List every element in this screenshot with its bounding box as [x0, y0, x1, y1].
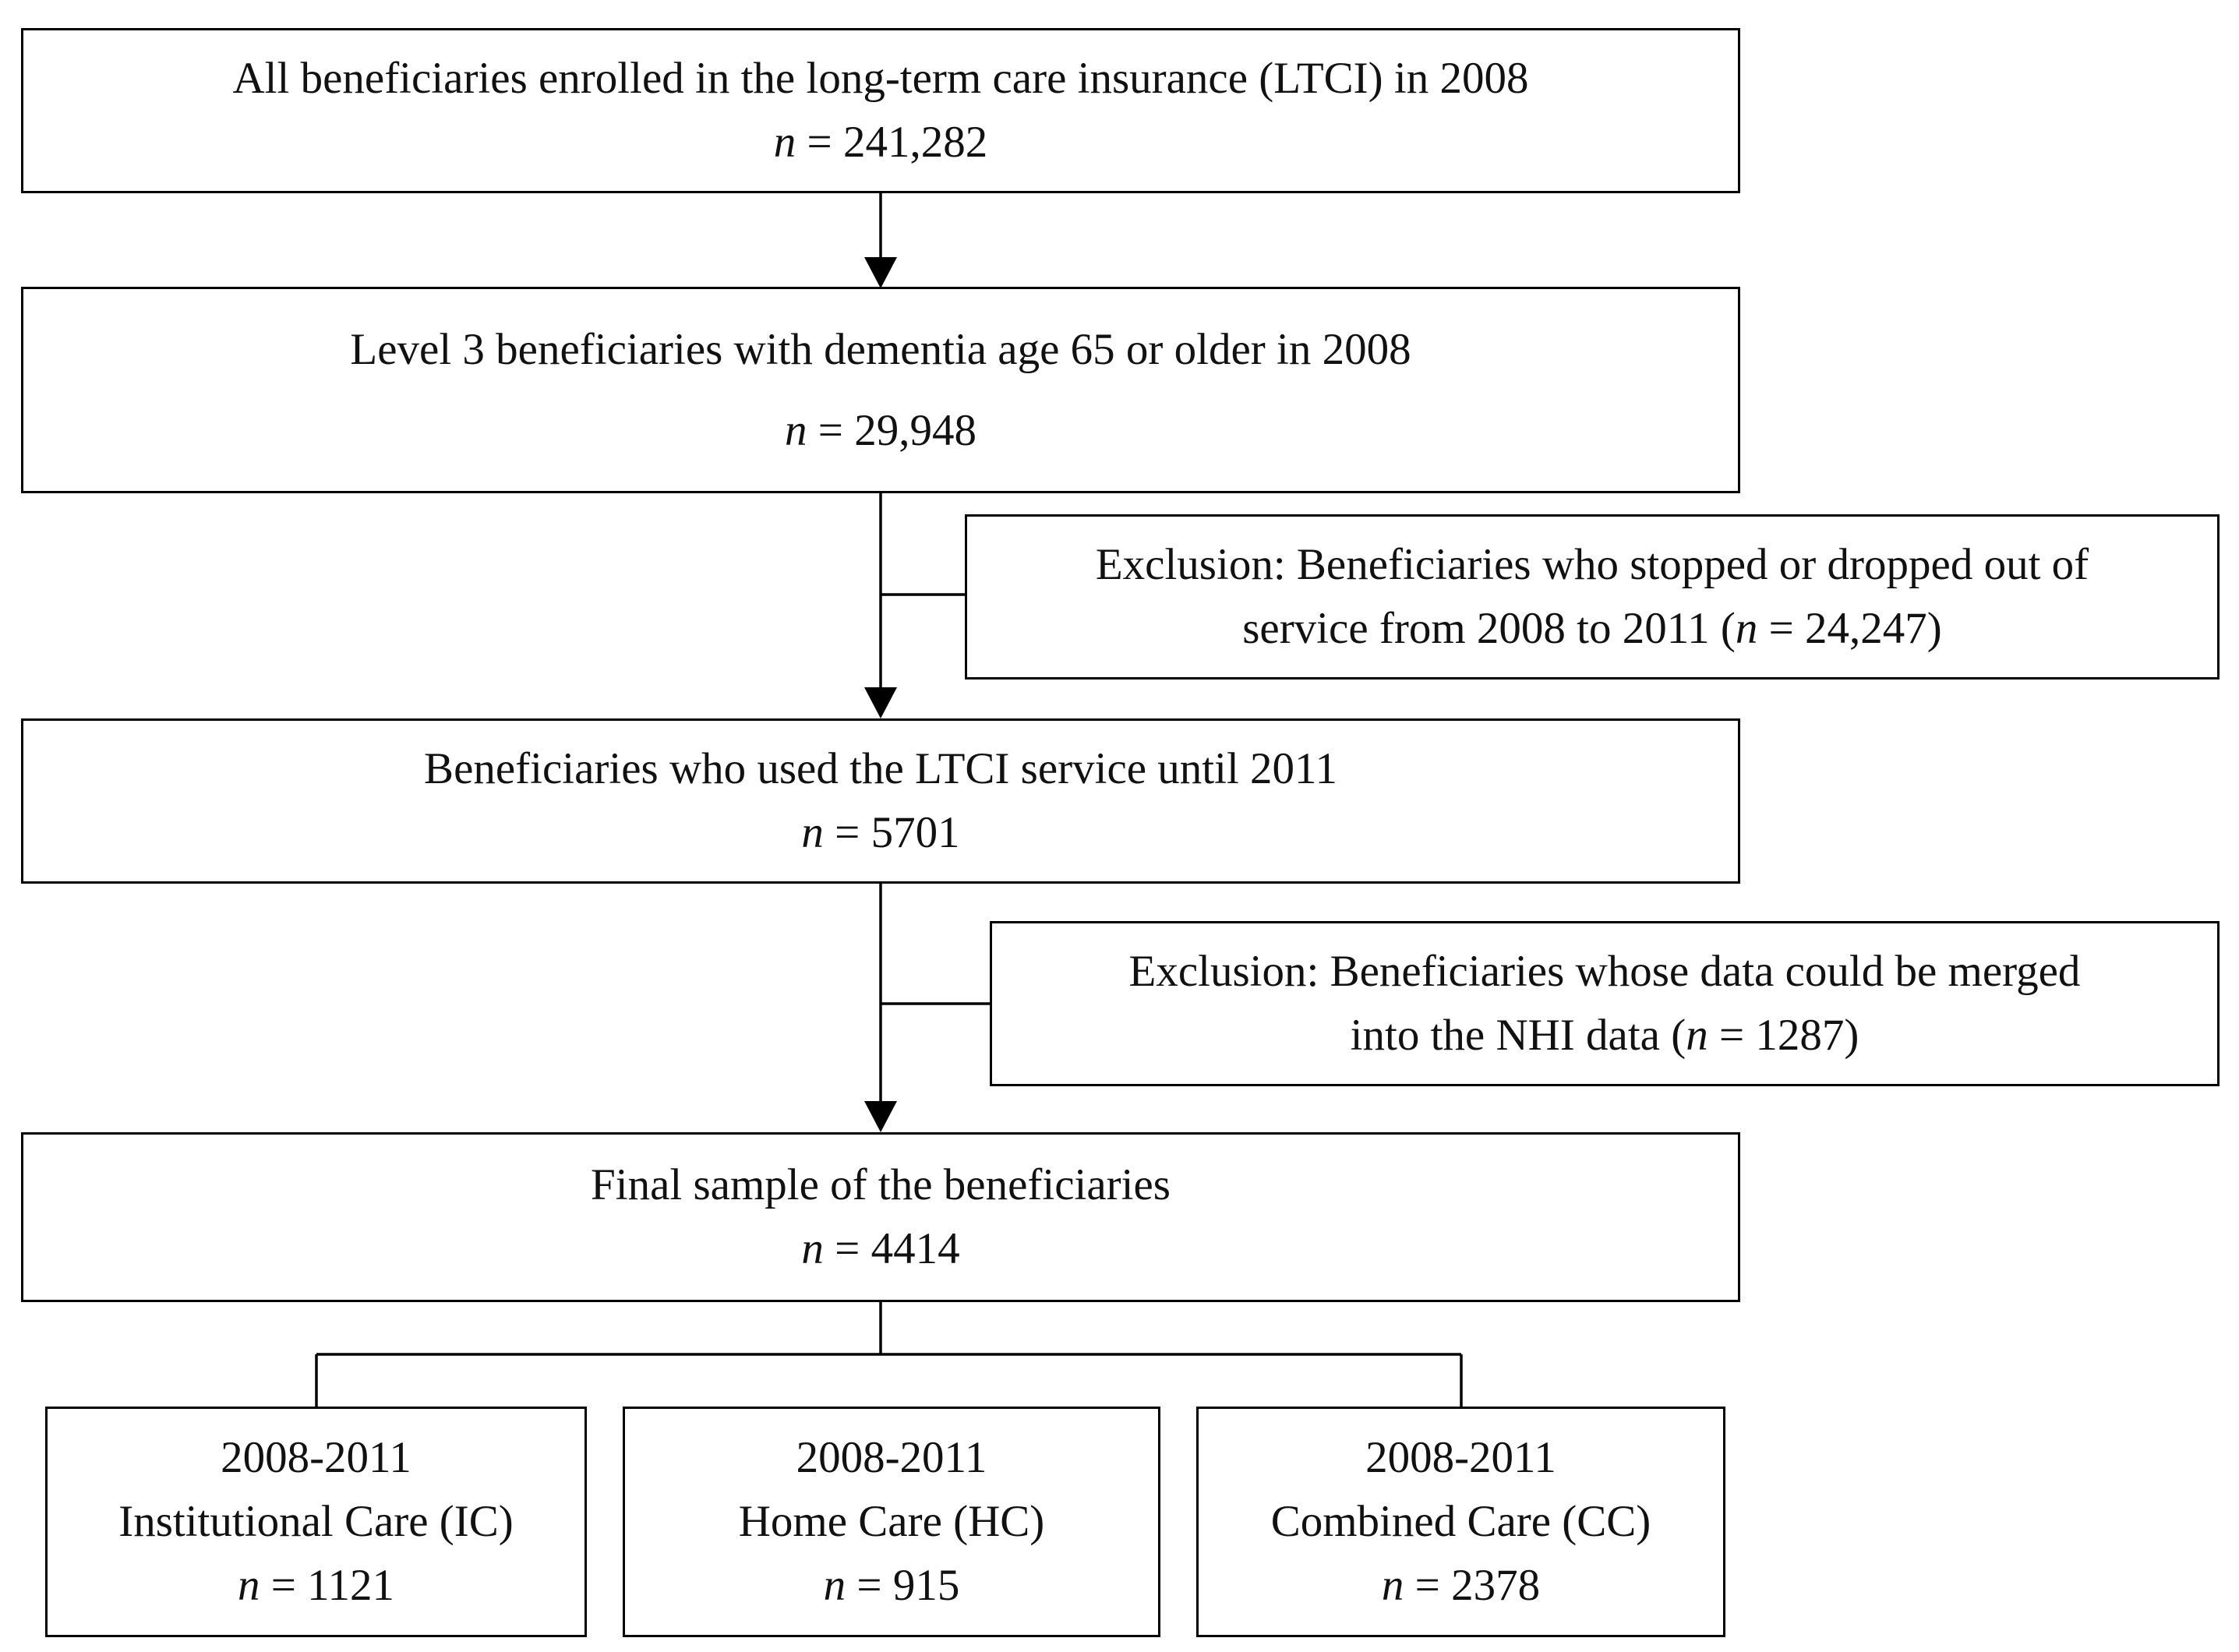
equals-sign: = — [1757, 604, 1806, 653]
n-count: n = 915 — [824, 1554, 960, 1618]
equals-sign: = — [846, 1561, 893, 1610]
equals-sign: = — [796, 118, 843, 167]
box-title: Combined Care (CC) — [1270, 1497, 1651, 1546]
arrow-head — [864, 687, 897, 718]
equals-sign: = — [823, 1224, 871, 1273]
n-count: n = 1121 — [238, 1554, 394, 1618]
n-value: 2378 — [1451, 1561, 1541, 1610]
box-title: Institutional Care (IC) — [118, 1497, 514, 1546]
box-title: Beneficiaries who used the LTCI service … — [424, 744, 1337, 793]
n-symbol: n — [785, 405, 807, 455]
box-final-sample: Final sample of the beneficiaries n = 44… — [21, 1132, 1740, 1302]
box-level3-dementia: Level 3 beneficiaries with dementia age … — [21, 287, 1740, 493]
n-value: 24,247 — [1805, 604, 1927, 653]
n-count: n = 5701 — [801, 801, 959, 865]
n-value: 1287 — [1755, 1011, 1845, 1060]
box-title: All beneficiaries enrolled in the long-t… — [232, 54, 1529, 103]
equals-sign: = — [1708, 1011, 1756, 1060]
exclusion-text-prefix: service from 2008 to 2011 ( — [1242, 604, 1736, 653]
box-exclusion-merged: Exclusion: Beneficiaries whose data coul… — [990, 921, 2220, 1086]
exclusion-text: Exclusion: Beneficiaries who stopped or … — [1095, 540, 2089, 589]
n-symbol: n — [801, 808, 824, 857]
exclusion-count: into the NHI data (n = 1287) — [1351, 1004, 1859, 1068]
n-symbol: n — [237, 1561, 260, 1610]
exclusion-text-prefix: into the NHI data ( — [1350, 1011, 1686, 1060]
box-years: 2008-2011 — [1365, 1433, 1556, 1482]
box-years: 2008-2011 — [796, 1433, 987, 1482]
n-value: 241,282 — [842, 118, 988, 167]
n-symbol: n — [773, 118, 796, 167]
box-title: Final sample of the beneficiaries — [591, 1160, 1171, 1209]
box-institutional-care: 2008-2011 Institutional Care (IC) n = 11… — [45, 1407, 587, 1637]
exclusion-text: Exclusion: Beneficiaries whose data coul… — [1128, 947, 2081, 996]
box-home-care: 2008-2011 Home Care (HC) n = 915 — [623, 1407, 1160, 1637]
n-symbol: n — [823, 1561, 846, 1610]
n-symbol: n — [1735, 604, 1758, 653]
n-value: 1121 — [307, 1561, 395, 1610]
box-title: Home Care (HC) — [738, 1497, 1045, 1546]
n-value: 29,948 — [854, 405, 976, 455]
equals-sign: = — [1404, 1561, 1452, 1610]
box-all-beneficiaries: All beneficiaries enrolled in the long-t… — [21, 28, 1740, 193]
n-count: n = 2378 — [1382, 1554, 1540, 1618]
exclusion-count: service from 2008 to 2011 (n = 24,247) — [1242, 597, 1942, 661]
n-symbol: n — [1381, 1561, 1404, 1610]
n-symbol: n — [801, 1224, 824, 1273]
n-value: 5701 — [871, 808, 960, 857]
box-exclusion-stopped: Exclusion: Beneficiaries who stopped or … — [965, 514, 2220, 680]
box-used-until-2011: Beneficiaries who used the LTCI service … — [21, 718, 1740, 884]
equals-sign: = — [260, 1561, 308, 1610]
n-value: 4414 — [871, 1224, 960, 1273]
n-count: n = 241,282 — [774, 111, 987, 175]
box-title: Level 3 beneficiaries with dementia age … — [350, 324, 1411, 374]
exclusion-text-suffix: ) — [1926, 604, 1942, 653]
equals-sign: = — [807, 405, 855, 455]
n-value: 915 — [892, 1561, 960, 1610]
equals-sign: = — [823, 808, 871, 857]
n-symbol: n — [1686, 1011, 1708, 1060]
n-count: n = 4414 — [801, 1217, 959, 1281]
box-combined-care: 2008-2011 Combined Care (CC) n = 2378 — [1196, 1407, 1725, 1637]
arrow-head — [864, 257, 897, 288]
n-count: n = 29,948 — [785, 399, 976, 463]
arrow-head — [864, 1101, 897, 1132]
box-years: 2008-2011 — [221, 1433, 411, 1482]
exclusion-text-suffix: ) — [1844, 1011, 1859, 1060]
